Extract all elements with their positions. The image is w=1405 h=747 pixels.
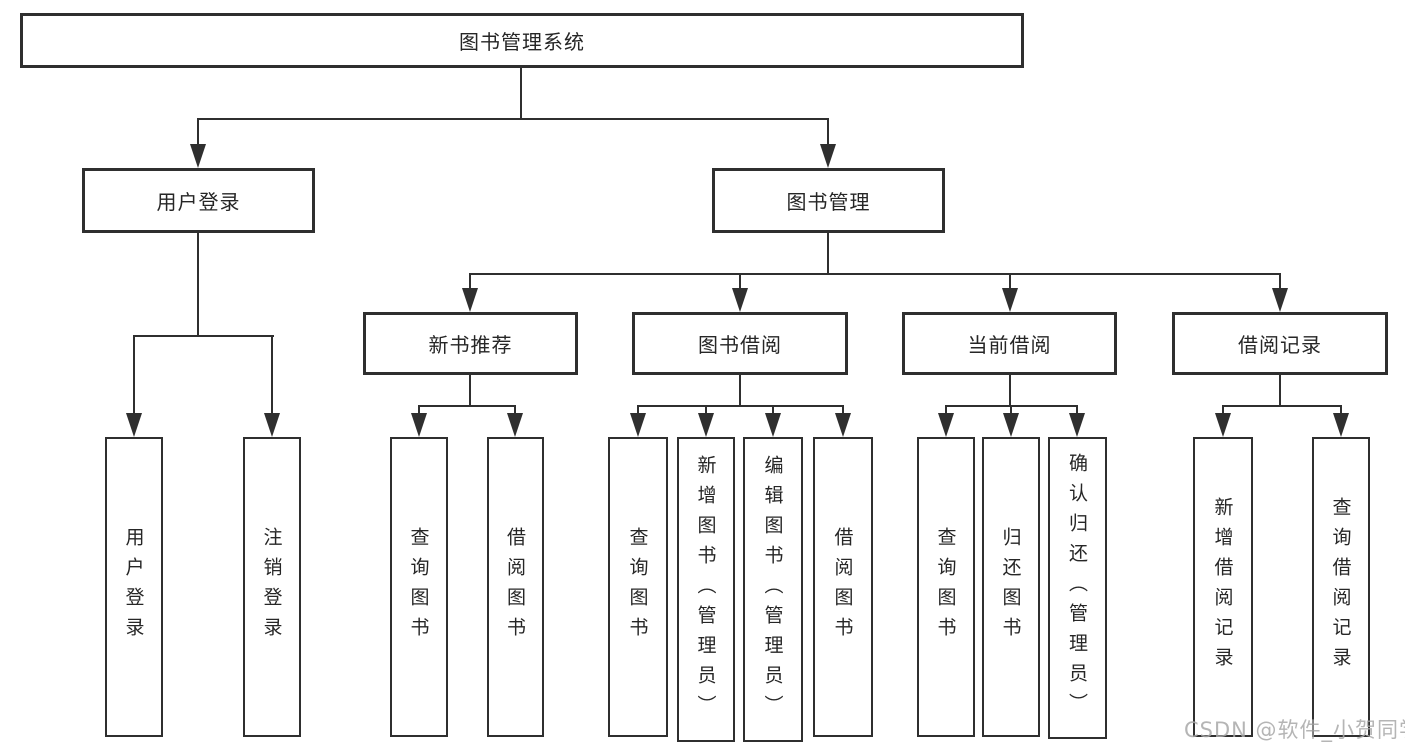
arrow-down-icon (835, 413, 851, 437)
csdn-watermark: CSDN @软件_小贺同学 (1184, 718, 1405, 742)
connector-line (133, 335, 135, 417)
leaf-records-query-record: 查询借阅记录 (1312, 437, 1370, 737)
arrow-down-icon (264, 413, 280, 437)
connector-line (842, 405, 844, 417)
arrow-down-icon (126, 413, 142, 437)
leaf-newbook-query-books: 查询图书 (390, 437, 448, 737)
connector-line (1279, 273, 1281, 291)
connector-line (1076, 405, 1078, 417)
leaf-current-return-books: 归还图书 (982, 437, 1040, 737)
connector-line (1279, 375, 1281, 407)
connector-line (1010, 405, 1012, 417)
connector-line (271, 335, 273, 417)
leaf-records-add-record: 新增借阅记录 (1193, 437, 1253, 737)
connector-line (520, 66, 522, 120)
arrow-down-icon (1215, 413, 1231, 437)
connector-line (739, 273, 741, 291)
leaf-borrow-query-books: 查询图书 (608, 437, 668, 737)
arrow-down-icon (1003, 413, 1019, 437)
connector-line (469, 375, 471, 407)
connector-line (945, 405, 947, 417)
leaf-borrow-edit-books-admin: 编辑图书（管理员） (743, 437, 803, 742)
node-new-book-recommend: 新书推荐 (363, 312, 578, 375)
connector-line (827, 118, 829, 148)
connector-line (1009, 273, 1011, 291)
arrow-down-icon (1069, 413, 1085, 437)
leaf-current-confirm-return-admin: 确认归还（管理员） (1048, 437, 1107, 739)
arrow-down-icon (765, 413, 781, 437)
leaf-newbook-borrow-books: 借阅图书 (487, 437, 544, 737)
node-book-management: 图书管理 (712, 168, 945, 233)
connector-line (469, 273, 1281, 275)
connector-line (1222, 405, 1342, 407)
connector-line (418, 405, 420, 417)
leaf-user-login: 用户登录 (105, 437, 163, 737)
arrow-down-icon (630, 413, 646, 437)
connector-line (418, 405, 516, 407)
connector-line (1340, 405, 1342, 417)
connector-line (133, 335, 274, 337)
arrow-down-icon (698, 413, 714, 437)
connector-line (197, 233, 199, 337)
arrow-down-icon (732, 288, 748, 312)
node-root: 图书管理系统 (20, 13, 1024, 68)
arrow-down-icon (507, 413, 523, 437)
connector-line (197, 118, 199, 148)
arrow-down-icon (820, 144, 836, 168)
node-borrow-records: 借阅记录 (1172, 312, 1388, 375)
leaf-current-query-books: 查询图书 (917, 437, 975, 737)
leaf-logout: 注销登录 (243, 437, 301, 737)
connector-line (1009, 375, 1011, 407)
connector-line (1222, 405, 1224, 417)
leaf-borrow-add-books-admin: 新增图书（管理员） (677, 437, 735, 742)
connector-line (197, 118, 829, 120)
connector-line (514, 405, 516, 417)
connector-line (637, 405, 639, 417)
arrow-down-icon (462, 288, 478, 312)
arrow-down-icon (190, 144, 206, 168)
connector-line (469, 273, 471, 291)
connector-line (739, 375, 741, 407)
arrow-down-icon (411, 413, 427, 437)
connector-line (637, 405, 844, 407)
connector-line (705, 405, 707, 417)
connector-line (772, 405, 774, 417)
arrow-down-icon (1272, 288, 1288, 312)
arrow-down-icon (1002, 288, 1018, 312)
node-user-login: 用户登录 (82, 168, 315, 233)
arrow-down-icon (1333, 413, 1349, 437)
arrow-down-icon (938, 413, 954, 437)
node-book-borrow: 图书借阅 (632, 312, 848, 375)
connector-line (827, 233, 829, 275)
node-current-borrow: 当前借阅 (902, 312, 1117, 375)
leaf-borrow-borrow-books: 借阅图书 (813, 437, 873, 737)
